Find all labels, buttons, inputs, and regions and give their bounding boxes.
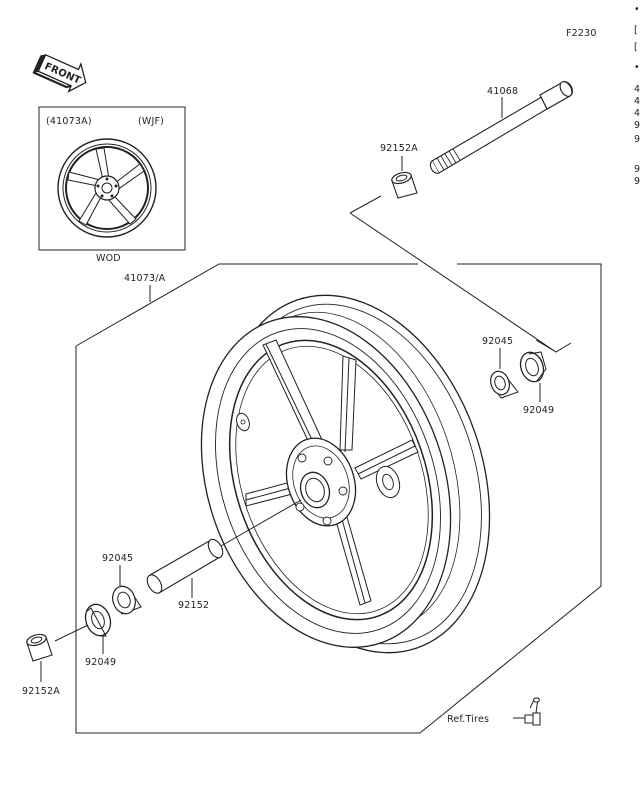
collar-bottom-part [26, 633, 53, 682]
inset-wheel-icon [57, 138, 157, 238]
front-arrow-icon: FRONT [32, 53, 87, 93]
seal-left-part [84, 603, 112, 654]
edge-fragment: 9 [634, 176, 640, 187]
valve-stem-icon [513, 697, 541, 726]
collar-top-part [391, 156, 418, 199]
edge-fragment: [ [634, 25, 638, 36]
spacer-part [146, 538, 224, 598]
edge-fragment: 9 [634, 164, 640, 175]
figure-code: F2230 [566, 28, 597, 39]
inset-variant-label: (WJF) [138, 116, 164, 127]
label-seal-right: 92049 [523, 405, 554, 416]
seal-right-part [519, 351, 547, 402]
label-axle: 41068 [487, 86, 518, 97]
label-spacer: 92152 [178, 600, 209, 611]
edge-fragment: 4 [634, 84, 640, 95]
edge-fragments: • [ [ • 4 4 4 9 9 9 9 [634, 4, 640, 187]
edge-fragment: 4 [634, 108, 640, 119]
bearing-left-part [112, 565, 142, 615]
assembly-outline [75, 263, 602, 734]
bearing-right-part [490, 348, 519, 399]
inset-part-label: (41073A) [46, 116, 92, 127]
edge-fragment: • [634, 62, 640, 73]
inset-caption: WOD [96, 253, 121, 264]
edge-fragment: • [634, 4, 640, 15]
label-bearing-right: 92045 [482, 336, 513, 347]
label-seal-left: 92049 [85, 657, 116, 668]
reference-tires: Ref.Tires [447, 714, 489, 725]
edge-fragment: 9 [634, 134, 640, 145]
wheel-part [200, 294, 491, 654]
label-wheel: 41073/A [124, 273, 166, 284]
label-collar-bottom: 92152A [22, 686, 60, 697]
edge-fragment: [ [634, 42, 638, 53]
axle-part [429, 81, 574, 174]
inset-panel: (41073A) (WJF) WOD [38, 106, 186, 264]
label-bearing-left: 92045 [102, 553, 133, 564]
edge-fragment: 4 [634, 96, 640, 107]
label-collar-top: 92152A [380, 143, 418, 154]
edge-fragment: 9 [634, 120, 640, 131]
